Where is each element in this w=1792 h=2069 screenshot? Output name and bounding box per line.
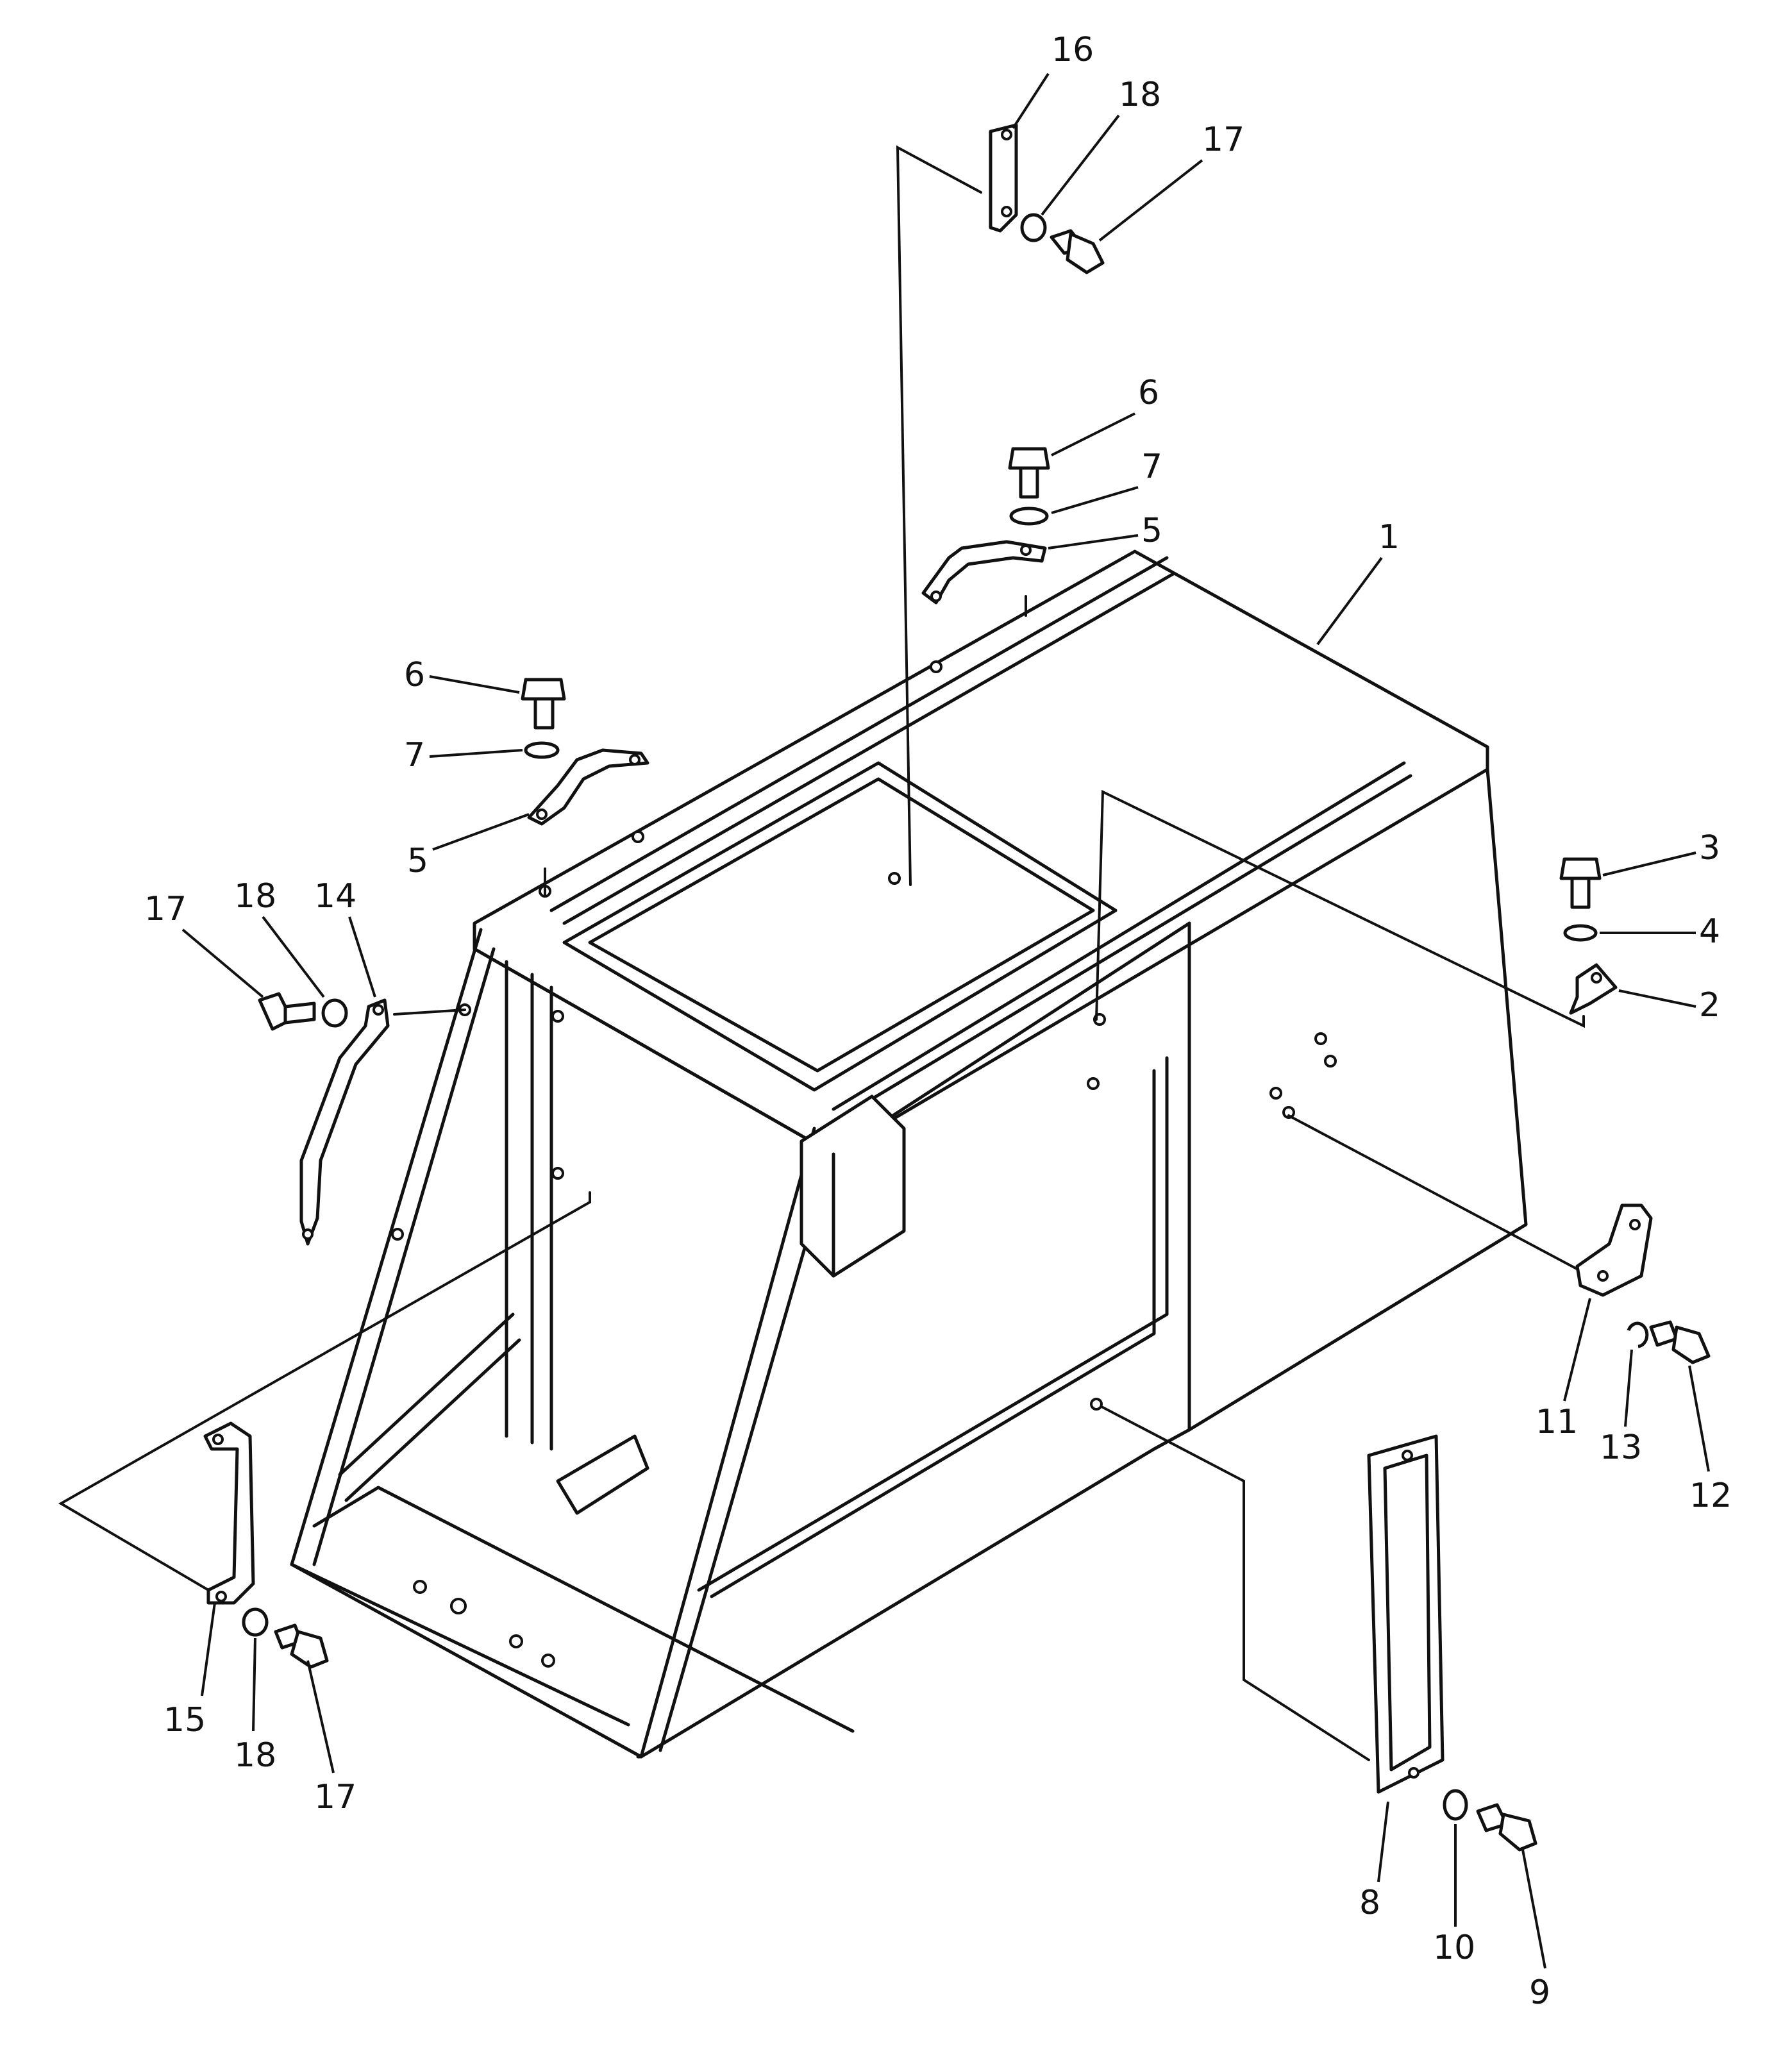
callout-15: 15 [163, 1701, 206, 1739]
washer-7-left [524, 741, 560, 759]
callout-7-center: 7 [1141, 448, 1162, 486]
callout-6-center: 6 [1138, 374, 1159, 412]
callout-18-top: 18 [1119, 76, 1161, 114]
callout-13: 13 [1600, 1428, 1642, 1467]
callout-1: 1 [1378, 518, 1400, 557]
bolt-6-left [521, 678, 566, 730]
callout-5-center: 5 [1141, 512, 1162, 550]
handle-15 [203, 1421, 255, 1605]
callout-2: 2 [1699, 986, 1720, 1025]
bolt-9 [1476, 1803, 1537, 1852]
callout-5-left: 5 [407, 842, 428, 880]
washer-18-top [1020, 213, 1047, 242]
handle-14 [299, 998, 390, 1246]
callout-8: 8 [1359, 1884, 1380, 1922]
callout-3: 3 [1699, 829, 1720, 867]
bracket-2 [1569, 963, 1618, 1015]
assembly-lines [58, 145, 1591, 1761]
bracket-11 [1575, 1203, 1653, 1297]
callout-18-left: 18 [234, 877, 276, 916]
callout-18-lower: 18 [234, 1736, 276, 1775]
washer-4 [1563, 924, 1598, 942]
callout-17-left: 17 [144, 890, 187, 928]
callout-14: 14 [314, 877, 356, 916]
lock-washer-13 [1627, 1321, 1649, 1348]
cab-frame [290, 549, 1528, 1759]
plate-8 [1367, 1434, 1444, 1794]
callout-16: 16 [1051, 31, 1094, 69]
callout-6-left: 6 [404, 656, 425, 694]
bolt-6-center [1008, 447, 1050, 499]
callout-7-left: 7 [404, 736, 425, 775]
handle-5-left [527, 748, 649, 826]
callout-4: 4 [1699, 912, 1720, 951]
callout-11: 11 [1536, 1403, 1578, 1441]
washer-7-center [1009, 507, 1049, 526]
washer-18-lower [242, 1607, 269, 1637]
washer-18-left [321, 998, 348, 1028]
callout-17-top: 17 [1202, 121, 1244, 159]
bracket-16 [989, 123, 1018, 233]
bolt-3 [1559, 857, 1602, 909]
bolt-17-top [1050, 229, 1105, 274]
callouts: 16 18 17 6 7 5 1 6 7 5 3 4 2 [144, 31, 1732, 2012]
callout-12: 12 [1689, 1477, 1732, 1515]
washer-10 [1443, 1789, 1468, 1821]
callout-17-lower: 17 [314, 1778, 356, 1816]
bolt-17-lower [274, 1623, 329, 1669]
handle-5-center [921, 540, 1047, 605]
bolt-17-left [258, 992, 316, 1031]
callout-9: 9 [1529, 1973, 1550, 2012]
callout-10: 10 [1433, 1929, 1475, 1967]
bolt-12 [1649, 1320, 1711, 1364]
